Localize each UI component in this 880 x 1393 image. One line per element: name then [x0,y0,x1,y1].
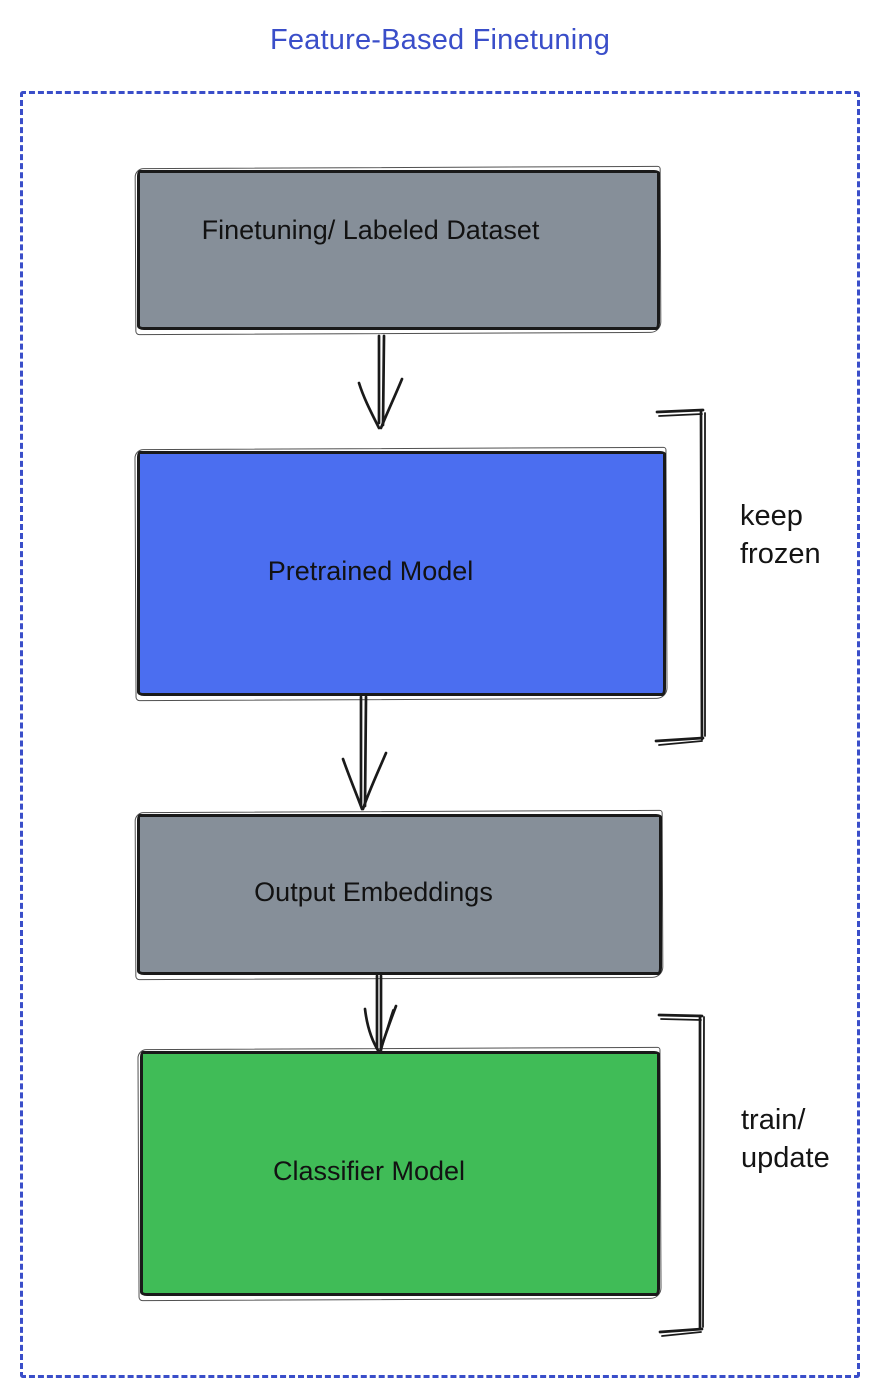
annotation-keep-frozen: keep frozen [740,497,821,573]
dashed-frame [20,91,860,1378]
box-label: Pretrained Model [267,556,474,586]
box-label: Finetuning/ Labeled Dataset [201,214,540,245]
annotation-line: train/ [741,1104,806,1136]
annotation-line: keep [740,500,803,532]
annotation-line: frozen [740,538,821,570]
box-finetuning-labeled-dataset: Finetuning/ Labeled Dataset [137,170,660,330]
annotation-train-update: train/ update [741,1101,830,1177]
diagram-title: Feature-Based Finetuning [269,24,611,56]
box-label: Classifier Model [272,1156,466,1186]
box-output-embeddings: Output Embeddings [137,814,662,975]
box-classifier-model: Classifier Model [140,1051,660,1296]
annotation-line: update [741,1142,830,1174]
box-pretrained-model: Pretrained Model [137,451,666,696]
box-label: Output Embeddings [254,877,493,907]
